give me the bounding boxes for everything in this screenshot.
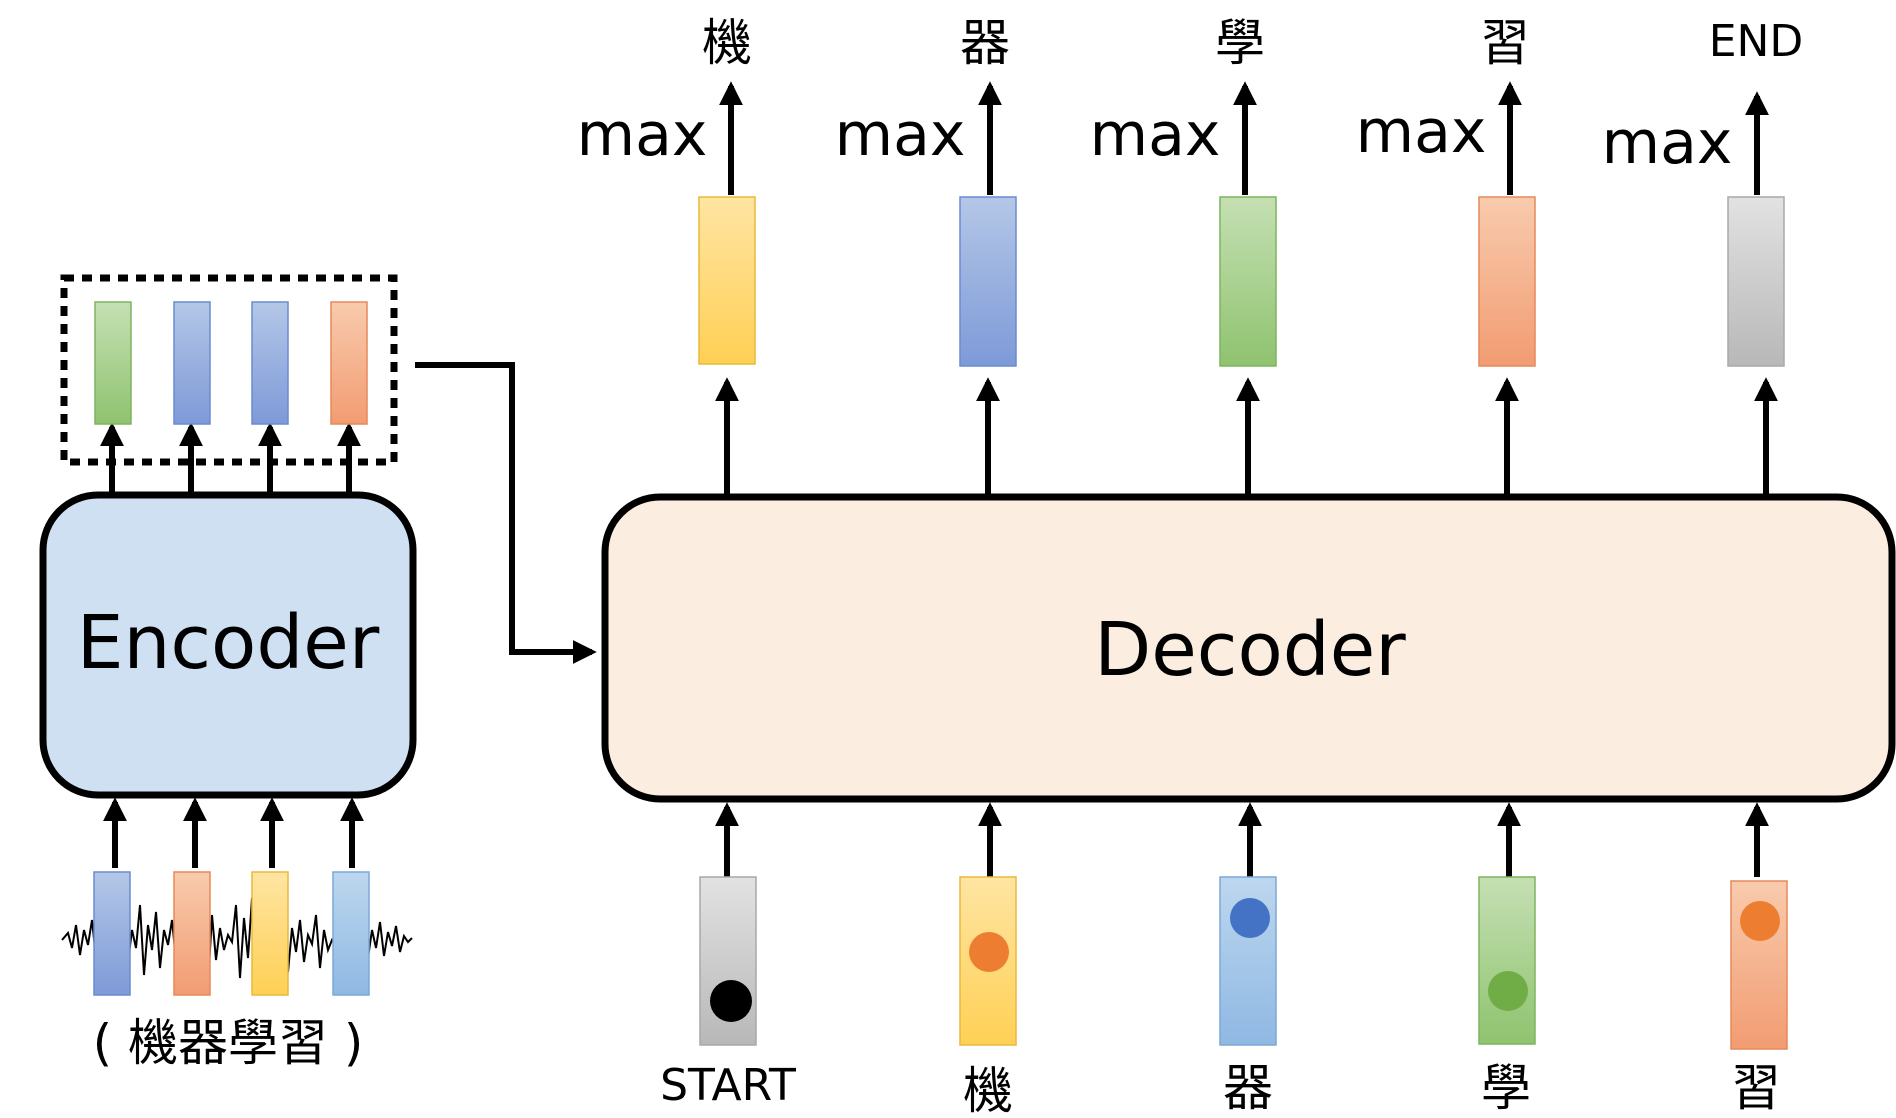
decoder-input-vector xyxy=(1478,876,1536,1045)
max-label: max xyxy=(835,100,966,170)
encoder-output-vector xyxy=(330,301,368,425)
encoder-input-frame xyxy=(93,871,131,996)
decoder-output-token: 機 xyxy=(702,14,752,72)
encoder-input-caption: ( 機器學習 ) xyxy=(93,1014,364,1072)
encoder-input-frame xyxy=(173,871,211,996)
max-label: max xyxy=(577,100,708,170)
one-hot-dot xyxy=(969,932,1009,972)
max-label: max xyxy=(1602,108,1733,178)
decoder-output-token: 器 xyxy=(960,14,1010,72)
max-label: max xyxy=(1090,100,1221,170)
encoder-block xyxy=(39,491,417,799)
decoder-output-token: END xyxy=(1709,16,1804,67)
encoder-output-vector xyxy=(94,301,132,425)
decoder-input-token: 學 xyxy=(1481,1059,1531,1117)
decoder-output-token: 學 xyxy=(1215,14,1265,72)
decoder-output-distribution xyxy=(1727,196,1785,367)
decoder-block xyxy=(601,493,1896,803)
decoder-output-distribution xyxy=(1219,196,1277,367)
encoder-label: Encoder xyxy=(77,600,380,686)
encoder-input-frame xyxy=(251,871,289,996)
one-hot-dot xyxy=(1740,901,1780,941)
encoder-output-group xyxy=(60,274,398,466)
decoder-input-token: 習 xyxy=(1731,1059,1781,1117)
decoder-output-distribution xyxy=(959,196,1017,367)
one-hot-dot xyxy=(1488,971,1528,1011)
encoder-output-vector xyxy=(251,301,289,425)
encoder-output-vector xyxy=(173,301,211,425)
one-hot-dot xyxy=(710,980,752,1022)
decoder-output-distribution xyxy=(698,196,756,365)
one-hot-dot xyxy=(1230,898,1270,938)
decoder-input-token: 機 xyxy=(963,1062,1013,1118)
decoder-output-token: 習 xyxy=(1480,14,1530,72)
encoder-to-decoder-connector xyxy=(415,362,597,664)
encoder-input-frame xyxy=(332,871,370,996)
decoder-input-token: 器 xyxy=(1223,1059,1273,1117)
decoder-label: Decoder xyxy=(1094,607,1406,693)
decoder-output-distribution xyxy=(1478,196,1536,367)
decoder-input-token: START xyxy=(660,1060,796,1111)
max-label: max xyxy=(1356,97,1487,167)
